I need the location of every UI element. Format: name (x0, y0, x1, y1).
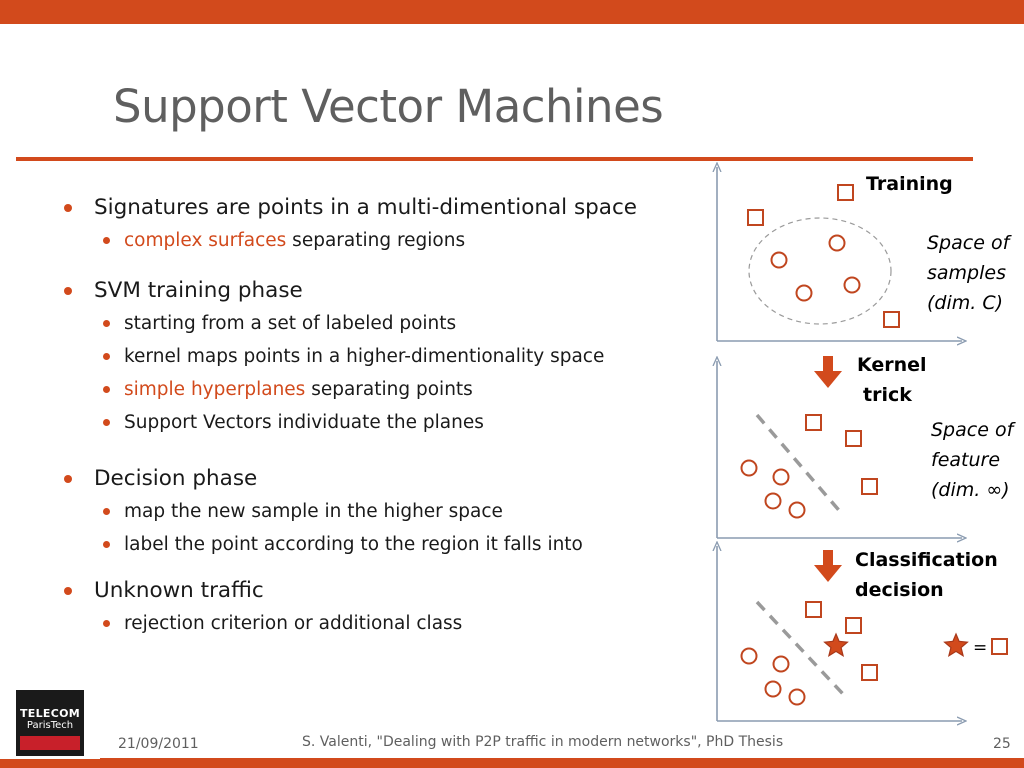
circle-point (740, 647, 758, 665)
training-label: Training (866, 173, 953, 195)
space-of-samples-line1: Space of (927, 232, 1013, 254)
legend-star-icon (943, 632, 969, 657)
telecom-paristech-logo: TELECOM ParisTech (16, 690, 84, 756)
sub-bullet-text: separating regions (286, 230, 466, 251)
square-point (805, 601, 822, 618)
footer-date: 21/09/2011 (118, 736, 199, 752)
highlight-complex-surfaces: complex surfaces (124, 230, 287, 251)
highlight-simple-hyperplanes: simple hyperplanes (124, 379, 306, 400)
circle-point (764, 680, 782, 698)
bullet-signatures: Signatures are points in a multi-dimenti… (58, 192, 637, 224)
space-of-feature-line2: feature (931, 449, 1000, 471)
legend-star-equals-square: = (943, 632, 1008, 658)
circle-point (740, 459, 758, 477)
logo-text-line1: TELECOM (19, 707, 80, 720)
circle-point (788, 688, 806, 706)
circle-point (843, 276, 861, 294)
footer-divider (100, 758, 1024, 759)
bullet-decision-phase: Decision phase (58, 463, 637, 495)
space-of-feature-line1: Space of (931, 419, 1017, 441)
circle-point (828, 234, 846, 252)
page-number: 25 (993, 736, 1011, 752)
footer-citation: S. Valenti, "Dealing with P2P traffic in… (302, 734, 784, 750)
sub-bullet-text: separating points (305, 379, 473, 400)
logo-text-line2: ParisTech (26, 720, 74, 731)
legend-square-icon (991, 638, 1008, 655)
bullet-training-phase: SVM training phase (58, 275, 637, 307)
classification-arrow: Classification decision (814, 549, 998, 601)
circle-point (788, 501, 806, 519)
square-point (861, 478, 878, 495)
new-sample-star-icon (823, 632, 849, 657)
square-point (837, 184, 854, 201)
square-point (805, 414, 822, 431)
title-divider (16, 157, 973, 161)
sub-bullet-map-sample: map the new sample in the higher space (58, 495, 637, 528)
slide-title: Support Vector Machines (113, 80, 664, 133)
bullet-unknown-traffic: Unknown traffic (58, 575, 637, 607)
logo-emblem (20, 736, 80, 750)
square-point (845, 617, 862, 634)
classification-label-line2: decision (855, 579, 944, 601)
equals-sign: = (973, 638, 987, 658)
square-point (747, 209, 764, 226)
sub-bullet-labeled-points: starting from a set of labeled points (58, 307, 637, 340)
sub-bullet-complex-surfaces: complex surfaces separating regions (58, 224, 637, 257)
kernel-trick-arrow: Kernel trick (814, 354, 927, 406)
top-accent-bar (0, 0, 1024, 24)
sub-bullet-rejection-criterion: rejection criterion or additional class (58, 607, 637, 640)
bottom-accent-bar (0, 759, 1024, 768)
space-of-samples-line2: samples (927, 262, 1006, 284)
square-point (861, 664, 878, 681)
bullet-list: Signatures are points in a multi-dimenti… (58, 192, 637, 640)
classification-label-line1: Classification (855, 549, 998, 571)
space-of-feature-line3: (dim. ∞) (931, 479, 1010, 501)
kernel-label-line1: Kernel (857, 354, 927, 376)
circle-point (770, 251, 788, 269)
sub-bullet-label-point: label the point according to the region … (58, 528, 637, 561)
region-boundary-ellipse (748, 217, 892, 325)
circle-point (764, 492, 782, 510)
sub-bullet-support-vectors: Support Vectors individuate the planes (58, 406, 637, 439)
square-point (883, 311, 900, 328)
space-of-samples-line3: (dim. C) (927, 292, 1003, 314)
circle-point (772, 468, 790, 486)
square-point (845, 430, 862, 447)
kernel-label-line2: trick (863, 384, 912, 406)
classification-panel (717, 546, 962, 721)
sub-bullet-kernel-maps: kernel maps points in a higher-dimention… (58, 340, 637, 373)
separating-hyperplane (755, 600, 845, 696)
feature-space-panel: Space of feature (dim. ∞) (717, 361, 1017, 538)
circle-point (772, 655, 790, 673)
circle-point (795, 284, 813, 302)
samples-space-panel: Training Space of samples (dim. C) (717, 167, 1013, 341)
separating-hyperplane (755, 413, 845, 517)
sub-bullet-simple-hyperplanes: simple hyperplanes separating points (58, 373, 637, 406)
